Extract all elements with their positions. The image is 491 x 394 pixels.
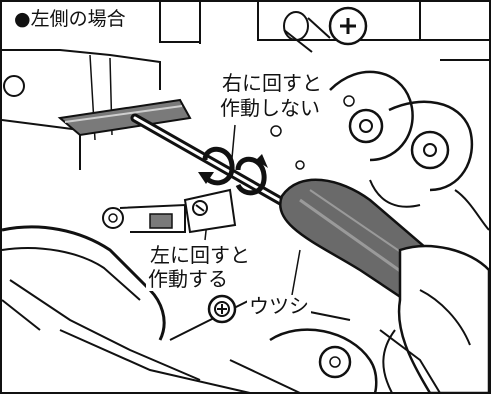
annotation-turn-left-line1: 左に回すと — [148, 243, 252, 267]
annotation-turn-left-line2: 作動する — [146, 267, 230, 291]
top-screw-icon — [328, 6, 368, 46]
bottom-screw-icon — [207, 294, 237, 324]
rotation-arrows — [198, 146, 268, 196]
annotation-turn-right-line1: 右に回すと — [220, 71, 324, 95]
section-title: ●左側の場合 — [10, 8, 130, 31]
annotation-screw: ウツシ — [247, 294, 311, 318]
annotation-turn-right-line2: 作動しない — [218, 96, 322, 120]
